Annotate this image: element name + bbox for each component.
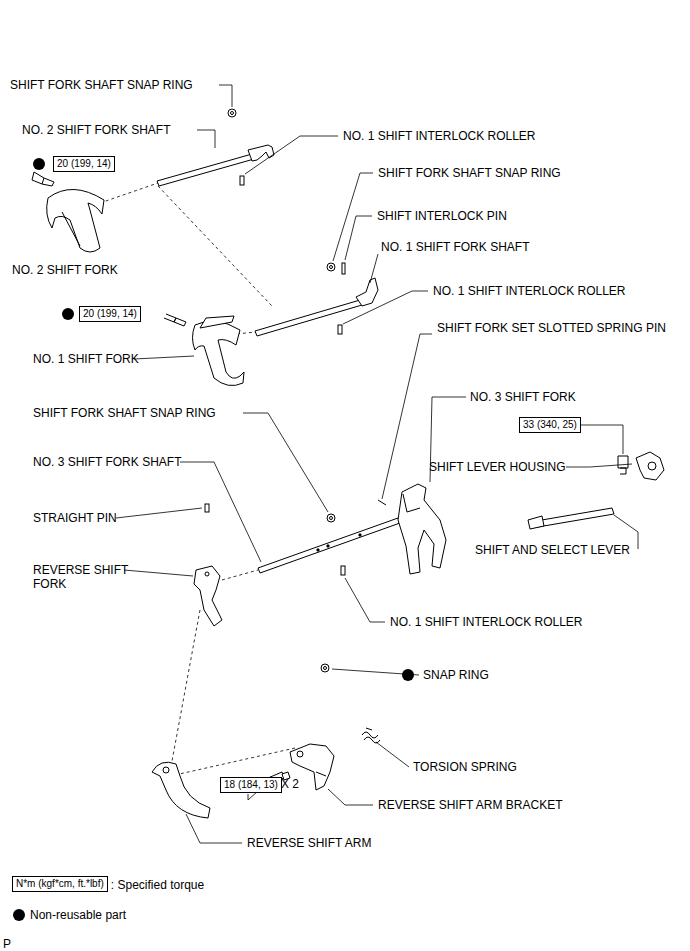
torque-unit: N*m (kgf*cm, ft.*lbf) — [16, 878, 104, 889]
legend-text: Non-reusable part — [30, 908, 126, 922]
part-label: NO. 3 SHIFT FORK SHAFT — [33, 455, 181, 469]
part-label: STRAIGHT PIN — [33, 511, 117, 525]
torque-legend-box: N*m (kgf*cm, ft.*lbf) — [12, 876, 108, 892]
part-label: SHIFT FORK SET SLOTTED SPRING PIN — [437, 321, 677, 335]
part-label: SHIFT FORK SHAFT SNAP RING — [378, 166, 561, 180]
part-label: NO. 2 SHIFT FORK SHAFT — [22, 123, 170, 137]
part-label: REVERSE SHIFT FORK — [33, 563, 143, 591]
part-label: NO. 2 SHIFT FORK — [12, 263, 118, 277]
part-label: NO. 1 SHIFT INTERLOCK ROLLER — [343, 129, 536, 143]
torque-box: 20 (199, 14) — [79, 306, 141, 322]
part-label: NO. 1 SHIFT FORK SHAFT — [381, 240, 529, 254]
part-label: REVERSE SHIFT ARM — [247, 836, 371, 850]
part-label: SHIFT INTERLOCK PIN — [377, 209, 507, 223]
torque-box: 33 (340, 25) — [519, 417, 581, 433]
torque-box: 20 (199, 14) — [53, 156, 115, 172]
part-label: SNAP RING — [423, 668, 489, 682]
part-label: SHIFT LEVER HOUSING — [429, 460, 565, 474]
part-label: X 2 — [281, 777, 299, 791]
torque-box: 18 (184, 13) — [220, 777, 282, 793]
part-label: P — [3, 937, 11, 951]
part-label: SHIFT FORK SHAFT SNAP RING — [33, 406, 216, 420]
part-label: REVERSE SHIFT ARM BRACKET — [378, 798, 562, 812]
torque-value: 33 (340, 25) — [523, 419, 577, 430]
torque-value: 18 (184, 13) — [224, 779, 278, 790]
part-label: NO. 1 SHIFT FORK — [33, 352, 139, 366]
part-label: NO. 3 SHIFT FORK — [470, 390, 576, 404]
torque-value: 20 (199, 14) — [83, 308, 137, 319]
legend-swatch — [13, 909, 25, 921]
part-label: NO. 1 SHIFT INTERLOCK ROLLER — [390, 615, 583, 629]
legend-text: : Specified torque — [111, 878, 204, 892]
torque-value: 20 (199, 14) — [57, 158, 111, 169]
part-label: TORSION SPRING — [413, 760, 517, 774]
part-label: SHIFT FORK SHAFT SNAP RING — [10, 78, 193, 92]
part-label: SHIFT AND SELECT LEVER — [475, 543, 640, 557]
part-label: NO. 1 SHIFT INTERLOCK ROLLER — [433, 284, 626, 298]
